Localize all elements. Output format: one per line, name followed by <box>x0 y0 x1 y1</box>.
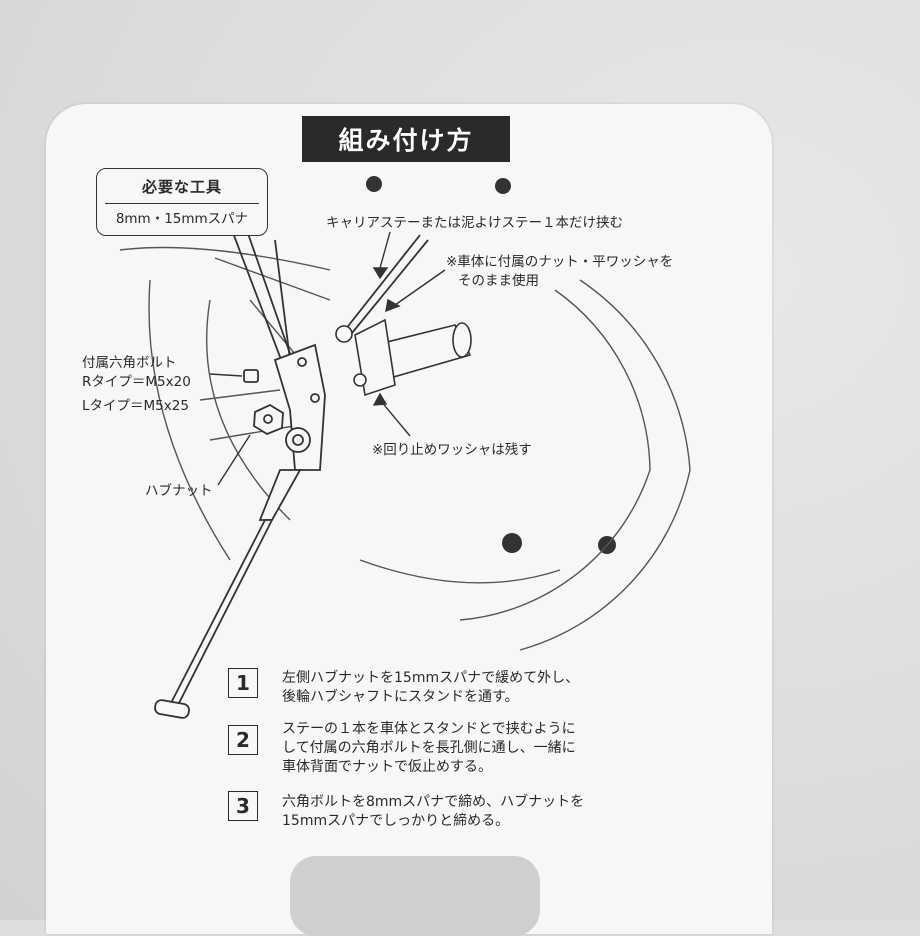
instruction-card <box>46 104 772 934</box>
spoke <box>249 299 301 361</box>
arrow-head <box>372 267 389 280</box>
leader-line <box>379 231 391 269</box>
spoke <box>199 389 281 401</box>
stay-line <box>244 224 296 369</box>
step-number: 3 <box>228 791 258 821</box>
leader-line <box>394 269 446 306</box>
washer <box>335 325 353 343</box>
label-bolt-2: Rタイプ＝M5x20 <box>82 374 191 390</box>
spoke <box>209 424 301 441</box>
stand-hole-mid <box>310 393 320 403</box>
label-hub-nut: ハブナット <box>145 483 213 499</box>
step-number: 2 <box>228 725 258 755</box>
hang-hole <box>290 856 540 936</box>
stay-line <box>274 239 291 361</box>
stay-line <box>351 239 429 334</box>
stay-line <box>229 224 286 371</box>
stand-foot <box>154 699 190 719</box>
wheel-arc-left-2 <box>206 299 291 521</box>
stand-leg <box>258 469 302 521</box>
step-text: ステーの１本を車体とスタンドとで挟むように して付属の六角ボルトを長孔側に通し、… <box>282 721 576 775</box>
wheel-rim-outer <box>519 279 691 651</box>
wheel-rim-inner <box>459 289 651 621</box>
fender-line-2 <box>214 257 331 301</box>
tools-heading: 必要な工具 <box>141 177 222 196</box>
leader-line <box>379 399 411 437</box>
stand-plate <box>273 343 326 471</box>
leader-line <box>217 434 251 486</box>
label-stay: キャリアステーまたは泥よけステー１本だけ挟む <box>326 215 623 231</box>
punch-hole <box>366 176 382 192</box>
label-nut-washer-1: ※車体に付属のナット・平ワッシャを <box>446 254 674 270</box>
leader-line <box>209 373 243 377</box>
step-number: 1 <box>228 668 258 698</box>
tools-divider <box>105 203 259 204</box>
tools-box: 必要な工具 8mm・15mmスパナ <box>96 168 268 236</box>
bolt-small <box>243 369 259 383</box>
hub-nut-hole <box>263 414 273 424</box>
stay-line <box>344 234 421 331</box>
label-bolt-3: Lタイプ＝M5x25 <box>82 398 189 414</box>
label-keep-washer: ※回り止めワッシャは残す <box>372 442 532 458</box>
wheel-arc-left <box>148 279 231 561</box>
punch-hole <box>495 178 511 194</box>
axle-end <box>452 322 472 358</box>
arrow-head <box>385 298 401 313</box>
washer <box>353 373 367 387</box>
tools-items: 8mm・15mmスパナ <box>115 211 249 227</box>
page-title: 組み付け方 <box>302 116 510 162</box>
step-text: 六角ボルトを8mmスパナで締め、ハブナットを 15mmスパナでしっかりと締める。 <box>282 794 585 829</box>
step-text: 左側ハブナットを15mmスパナで緩めて外し、 後輪ハブシャフトにスタンドを通す。 <box>282 670 580 705</box>
label-bolt-1: 付属六角ボルト <box>82 355 177 371</box>
arrow-head <box>372 392 388 406</box>
label-nut-washer-2: そのまま使用 <box>458 273 539 289</box>
punch-hole <box>502 533 522 553</box>
wheel-bottom <box>359 559 561 584</box>
fender-line <box>119 246 331 271</box>
stand-hole-inner <box>292 434 304 446</box>
stand-hole-top <box>297 357 307 367</box>
